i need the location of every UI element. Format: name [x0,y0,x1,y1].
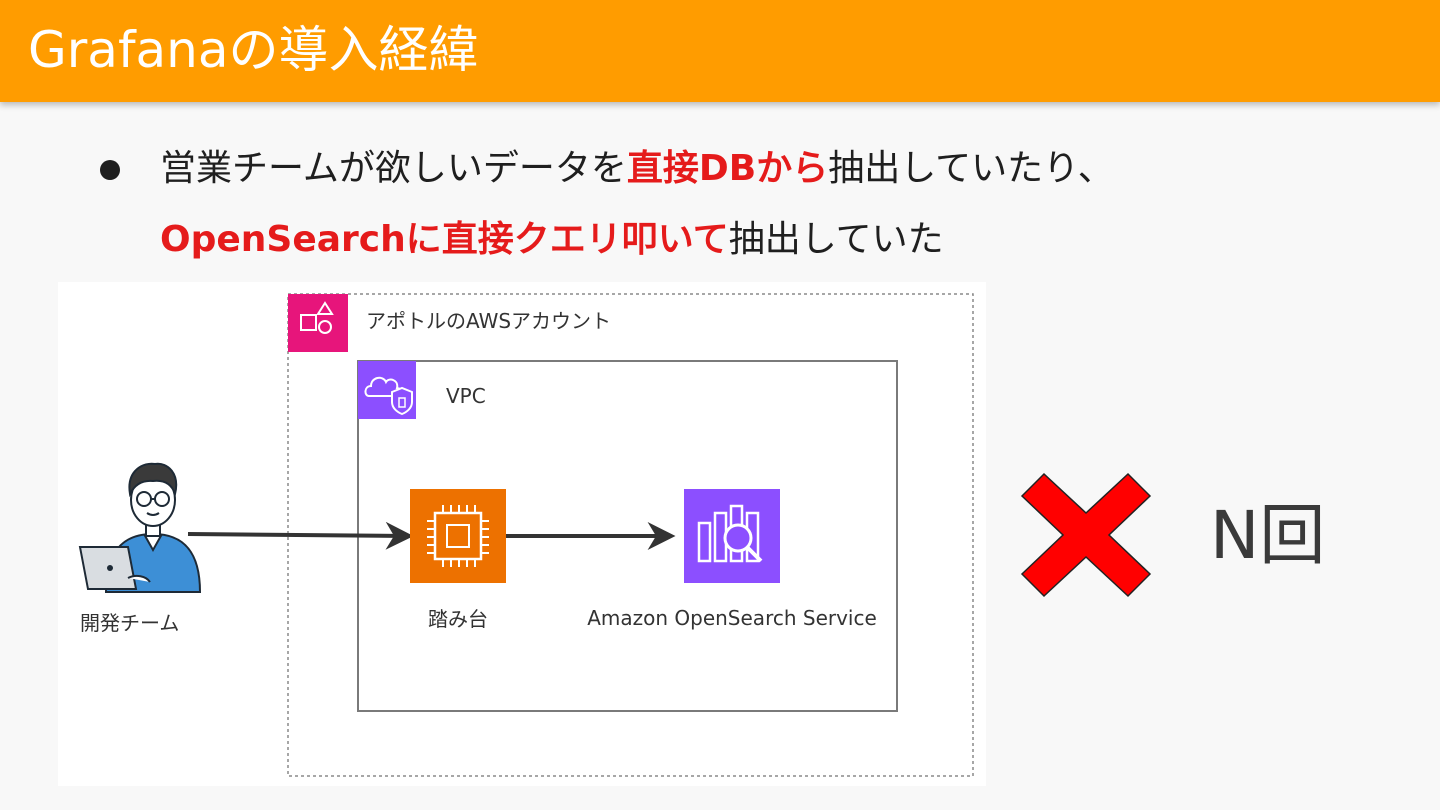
count-label: N回 [1210,497,1326,574]
vpc-icon [358,361,416,419]
opensearch-label: Amazon OpenSearch Service [587,606,877,630]
arrow-team-to-bastion [187,521,414,550]
ec2-chip-icon [410,489,506,583]
bullet-line-1: 営業チームが欲しいデータを直接DBから抽出していたり、 [160,145,1114,193]
bullet-dot [100,160,120,180]
developer-person-icon [78,462,202,593]
bullet-text: 営業チームが欲しいデータを [160,148,627,189]
slide-title: Grafanaの導入経緯 [28,21,479,79]
bullet-highlight: OpenSearchに直接クエリ叩いて [160,219,729,260]
cross-mark-icon [1020,472,1152,598]
vpc-label: VPC [446,384,486,408]
developer-team-label: 開発チーム [80,611,179,635]
bullet-line-2: OpenSearchに直接クエリ叩いて抽出していた [160,216,944,264]
diagram-canvas: アポトルのAWSアカウント VPC 開発チーム [78,293,974,777]
aws-account-boundary [287,293,974,777]
slide-header: Grafanaの導入経緯 [0,0,1440,102]
aws-account-icon [288,294,348,352]
bullet-highlight: 直接DBから [626,148,829,189]
bullet-text: 抽出していた [728,219,944,260]
aws-account-label: アポトルのAWSアカウント [366,309,611,333]
bastion-label: 踏み台 [428,607,488,631]
bullet-text: 抽出していたり、 [828,148,1114,189]
opensearch-icon [684,489,780,583]
architecture-diagram: アポトルのAWSアカウント VPC 開発チーム [58,282,986,786]
